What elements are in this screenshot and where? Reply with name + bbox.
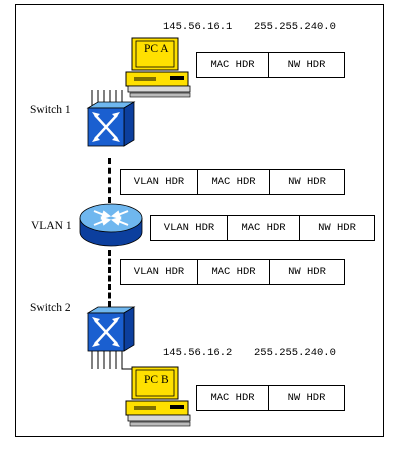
- router-label: VLAN 1: [31, 220, 72, 232]
- lower-mac-hdr: MAC HDR: [197, 260, 269, 284]
- pc-a-mac-hdr: MAC HDR: [210, 59, 255, 71]
- pc-a-mask: 255.255.240.0: [254, 21, 336, 33]
- switch2-icon: [86, 306, 136, 370]
- upper-nw-hdr: NW HDR: [269, 170, 344, 194]
- upper-vlan-hdr: VLAN HDR: [133, 176, 185, 188]
- pc-b-ip: 145.56.16.2: [163, 347, 233, 359]
- pc-b-nw-hdr: NW HDR: [268, 386, 344, 410]
- pc-a-nw-hdr: NW HDR: [268, 53, 344, 77]
- upper-vlan-frame: VLAN HDR MAC HDR NW HDR: [120, 169, 345, 195]
- router-icon: [79, 203, 143, 247]
- pc-a-packet: MAC HDR NW HDR: [196, 52, 345, 78]
- pc-b-label: PC B: [144, 374, 169, 386]
- pc-a-label: PC A: [144, 43, 169, 55]
- pc-b-mac-hdr: MAC HDR: [210, 392, 255, 404]
- lower-nw-hdr: NW HDR: [269, 260, 344, 284]
- link-switch1-router: [108, 158, 111, 203]
- pc-b-mask: 255.255.240.0: [254, 347, 336, 359]
- lower-vlan-hdr: VLAN HDR: [133, 266, 185, 278]
- switch2-label: Switch 2: [30, 302, 71, 314]
- pc-a-ip: 145.56.16.1: [163, 21, 233, 33]
- switch1-icon: [86, 90, 136, 147]
- router-vlan-frame: VLAN HDR MAC HDR NW HDR: [150, 215, 375, 241]
- pc-a-icon: [125, 37, 191, 98]
- lower-vlan-frame: VLAN HDR MAC HDR NW HDR: [120, 259, 345, 285]
- router-nw-hdr: NW HDR: [299, 216, 374, 240]
- router-mac-hdr: MAC HDR: [227, 216, 299, 240]
- switch1-label: Switch 1: [30, 104, 71, 116]
- link-router-switch2: [108, 250, 111, 307]
- router-vlan-hdr: VLAN HDR: [163, 222, 215, 234]
- pc-b-packet: MAC HDR NW HDR: [196, 385, 345, 411]
- upper-mac-hdr: MAC HDR: [197, 170, 269, 194]
- pc-b-icon: [125, 366, 191, 427]
